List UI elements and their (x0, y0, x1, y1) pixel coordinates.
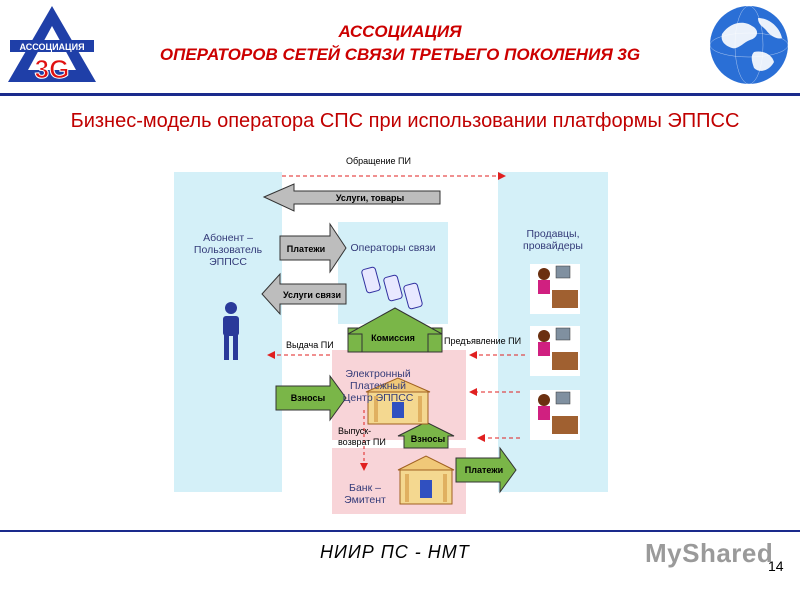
contributions-label-1: Взносы (291, 393, 326, 403)
request-pi-label: Обращение ПИ (346, 156, 411, 166)
operators-label: Операторы связи (350, 242, 436, 254)
contributions-label-2: Взносы (411, 434, 446, 444)
services-goods-label: Услуги, товары (336, 193, 405, 203)
slide-subtitle: Бизнес-модель оператора СПС при использо… (70, 110, 740, 132)
payments-arrow-2 (455, 446, 517, 494)
workstation-icon-3 (530, 390, 580, 440)
present-pi-label: Предъявление ПИ (444, 336, 522, 346)
bank-label: Банк – Эмитент (344, 482, 386, 506)
issue-pi-label: Выдача ПИ (286, 340, 334, 350)
operators-panel (338, 222, 448, 324)
sellers-label: Продавцы, провайдеры (523, 228, 583, 252)
association-3g-logo: АССОЦИАЦИЯ 3G (8, 6, 96, 84)
bank-building-icon (397, 455, 455, 505)
epc-label: Электронный Платежный Центр ЭППСС (342, 368, 414, 404)
comm-services-arrow (261, 272, 347, 316)
logo-text-3g: 3G (35, 54, 70, 84)
subscriber-label: Абонент – Пользователь ЭППСС (193, 232, 263, 268)
mobile-phones-icon (361, 266, 423, 310)
commission-label: Комиссия (371, 333, 415, 343)
issue-return-label: Выпуск- возврат ПИ (338, 426, 386, 447)
footer-divider (0, 530, 800, 532)
header-divider (0, 93, 800, 96)
payments-label-1: Платежи (287, 244, 325, 254)
services-goods-arrow (262, 183, 441, 212)
contributions-arrow-1 (275, 374, 347, 422)
person-icon (223, 302, 239, 360)
header-title-line1: АССОЦИАЦИЯ (338, 22, 462, 41)
workstation-icon-2 (530, 326, 580, 376)
watermark: MyShared (645, 538, 774, 568)
workstation-icon-1 (530, 264, 580, 314)
logo-text-top: АССОЦИАЦИЯ (19, 42, 84, 52)
comm-services-label: Услуги связи (283, 290, 341, 300)
payments-arrow-1 (279, 222, 347, 274)
header-title-line2: ОПЕРАТОРОВ СЕТЕЙ СВЯЗИ ТРЕТЬЕГО ПОКОЛЕНИ… (159, 45, 641, 64)
page-number: 14 (768, 558, 784, 574)
epc-building-icon (365, 377, 431, 425)
contributions-arrow-2 (397, 421, 455, 449)
globe-icon (709, 5, 789, 85)
footer-text: НИИР ПС - НМТ (320, 542, 470, 562)
payments-label-2: Платежи (465, 465, 503, 475)
